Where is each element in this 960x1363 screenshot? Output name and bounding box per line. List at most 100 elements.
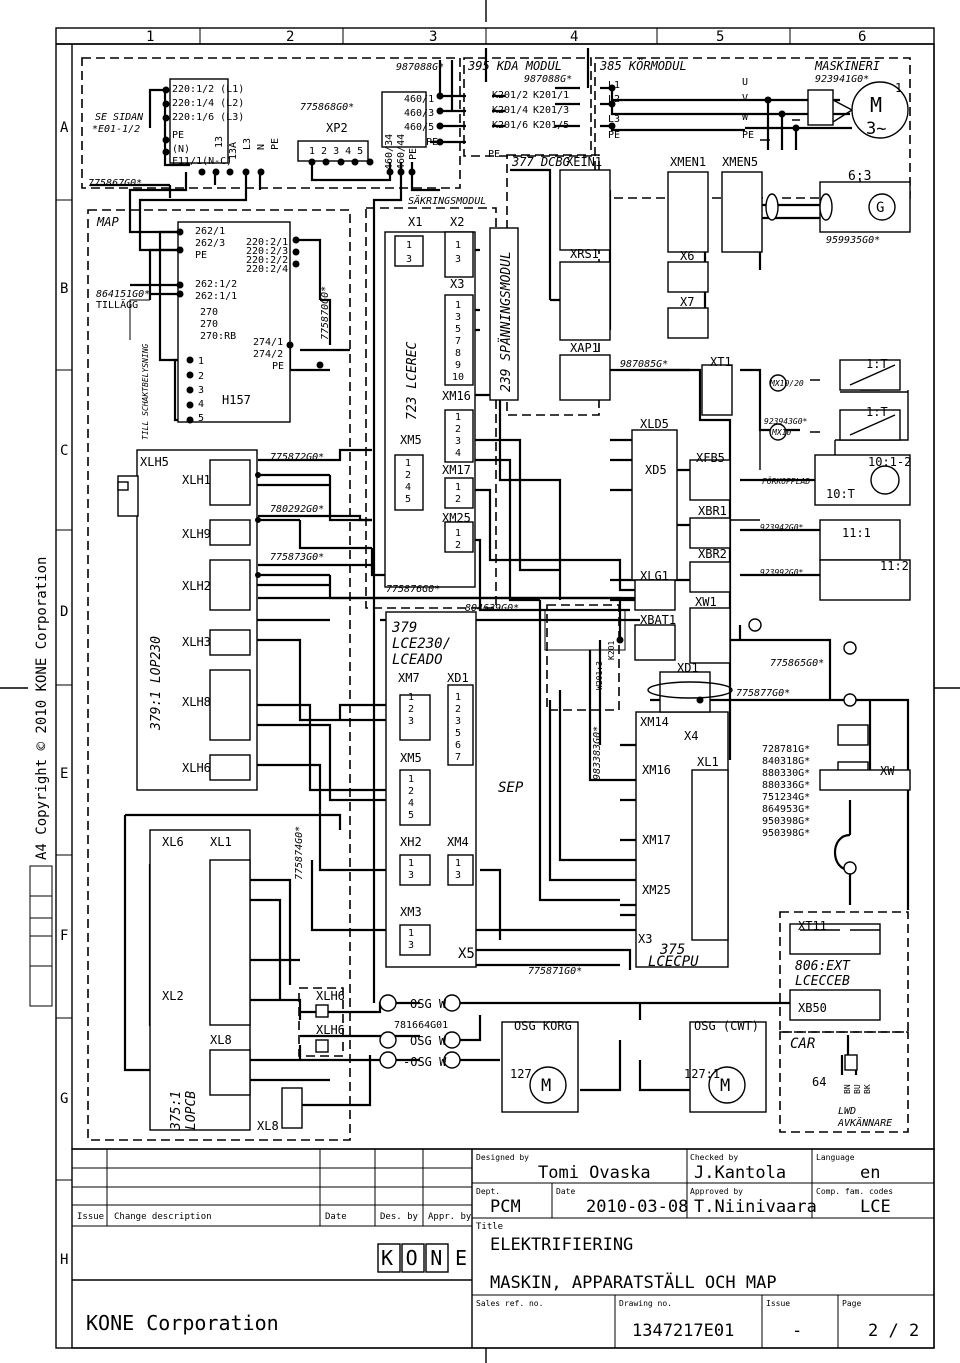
label-xm7-1: 1 [408,692,414,703]
col-appr-by: Appr. by [428,1212,472,1222]
label-xm5-5: 5 [405,494,411,505]
label-274-2: 274/2 [253,349,283,360]
label-xd1-3: 3 [455,716,461,727]
label-xlh2: XLH2 [182,579,211,593]
label-11-2: 11:2 [880,559,909,573]
label-rl3: L3 [242,138,253,150]
label-987088-top: 987088G* [396,62,444,73]
comp-codes-value: LCE [860,1197,891,1217]
label-xrs1: XRS1 [570,247,599,261]
sales-ref-label: Sales ref. no. [476,1299,543,1308]
label-m127: 127 [510,1067,532,1081]
label-xw1: XW1 [695,595,717,609]
label-lcecpu: LCECPU [648,954,699,970]
label-sep: SEP [498,780,524,796]
label-code-5: 864953G* [762,804,810,815]
label-460-1: 460/1 [404,94,434,105]
column-labels: 1 2 3 4 5 6 [146,29,866,45]
label-775877: 775877G0* [736,688,790,699]
label-code-1: 840318G* [762,756,810,767]
row-g: G [60,1091,68,1107]
label-lwd: LWD [838,1106,856,1117]
label-k201-2: K201/2 [492,90,528,101]
label-motor-127-1: M [720,1076,730,1096]
label-xm5b-1: 1 [408,774,414,785]
label-xlh9: XLH9 [182,527,211,541]
label-xm4: XM4 [447,835,469,849]
label-h157-2: 2 [198,371,204,382]
label-xlh1: XLH1 [182,473,211,487]
label-ext: 806:EXT [795,959,851,974]
label-460-44: 460/44 [396,134,407,170]
label-h157-3: 3 [198,385,204,396]
diagram-labels: SE SIDAN *E01-1/2 220:1/2 (L1) 220:1/4 (… [88,57,911,1133]
label-xmen5: XMEN5 [722,155,758,169]
label-xp2: XP2 [326,121,348,135]
label-k201-rot: K201 [607,641,616,660]
label-x3-9: 9 [455,360,461,371]
row-a: A [60,120,69,136]
drawing-no-value: 1347217E01 [632,1321,734,1341]
label-xm7-3: 3 [408,716,414,727]
company-name: KONE Corporation [86,1311,279,1335]
label-xm16: XM16 [442,389,471,403]
label-781664: 781664G01 [394,1020,448,1031]
row-b: B [60,281,68,297]
label-923941: 923941G0* [815,74,869,85]
approved-by-label: Approved by [690,1187,743,1196]
label-car: CAR [790,1036,815,1052]
label-k201-3: K201/3 [533,105,569,116]
label-220-23: 220:2/3 [246,246,288,257]
label-270a: 270 [200,307,218,318]
label-osg-w3: -OSG W [403,1055,447,1069]
label-775868: 775868G0* [300,102,354,113]
label-xm17b: XM17 [642,833,671,847]
label-xd1-right: XD1 [677,661,699,675]
label-x1-3: 3 [406,254,412,265]
label-959935: 959935G0* [826,235,880,246]
title-label: Title [476,1222,503,1232]
label-xm5-4: 4 [405,482,411,493]
label-kormodul: 385 KÖRMODUL [599,57,687,73]
label-xl1: XL1 [210,835,232,849]
row-labels: A B C D E F G H [60,120,69,1268]
col-date: Date [325,1212,347,1222]
label-ext-2: LCECCEB [795,974,850,989]
label-270b: 270 [200,319,218,330]
label-g63: 6:3 [848,169,871,184]
label-xm16-3: 3 [455,436,461,447]
label-x3-10: 10 [452,372,464,383]
label-schaktbelysning: TILL SCHAKTBELYSNING [141,343,150,440]
label-lce230-num: 379 [391,620,417,636]
label-xlh6: XLH6 [182,761,211,775]
label-xm25: XM25 [442,511,471,525]
label-x6: X6 [680,249,694,263]
label-xd1-6: 6 [455,740,461,751]
label-xm16-4: 4 [455,448,461,459]
label-923943: 923943G0* [764,417,808,426]
label-xl2: XL2 [162,989,184,1003]
label-lcecpu-num: 375 [659,942,685,958]
label-983383: 983383G0* [592,726,603,780]
label-xlg1: XLG1 [640,569,669,583]
dept-label: Dept. [476,1187,500,1196]
col-3: 3 [429,29,437,45]
label-osg-w2: OSG W [410,1034,447,1048]
label-xw: XW [880,764,895,778]
col-1: 1 [146,29,154,45]
label-avkannare: AVKÄNNARE [837,1116,892,1129]
label-tillagg: TILLÄGG [96,298,138,311]
label-775874: 775874G0* [294,826,305,880]
label-code-0: 728781G* [762,744,810,755]
label-k201-4: K201/4 [492,105,528,116]
label-h157-5: 5 [198,413,204,424]
drawing-no-label: Drawing no. [619,1299,672,1308]
label-xm5b-4: 4 [408,798,414,809]
label-lop230: 379:1 LOP230 [149,636,164,731]
label-xm5b-5: 5 [408,810,414,821]
label-780292: 780292G0* [270,504,324,515]
label-xm4-3: 3 [455,870,461,881]
label-xp2-pins: 1 2 3 4 5 [309,146,363,157]
label-map: MAP [96,215,119,229]
